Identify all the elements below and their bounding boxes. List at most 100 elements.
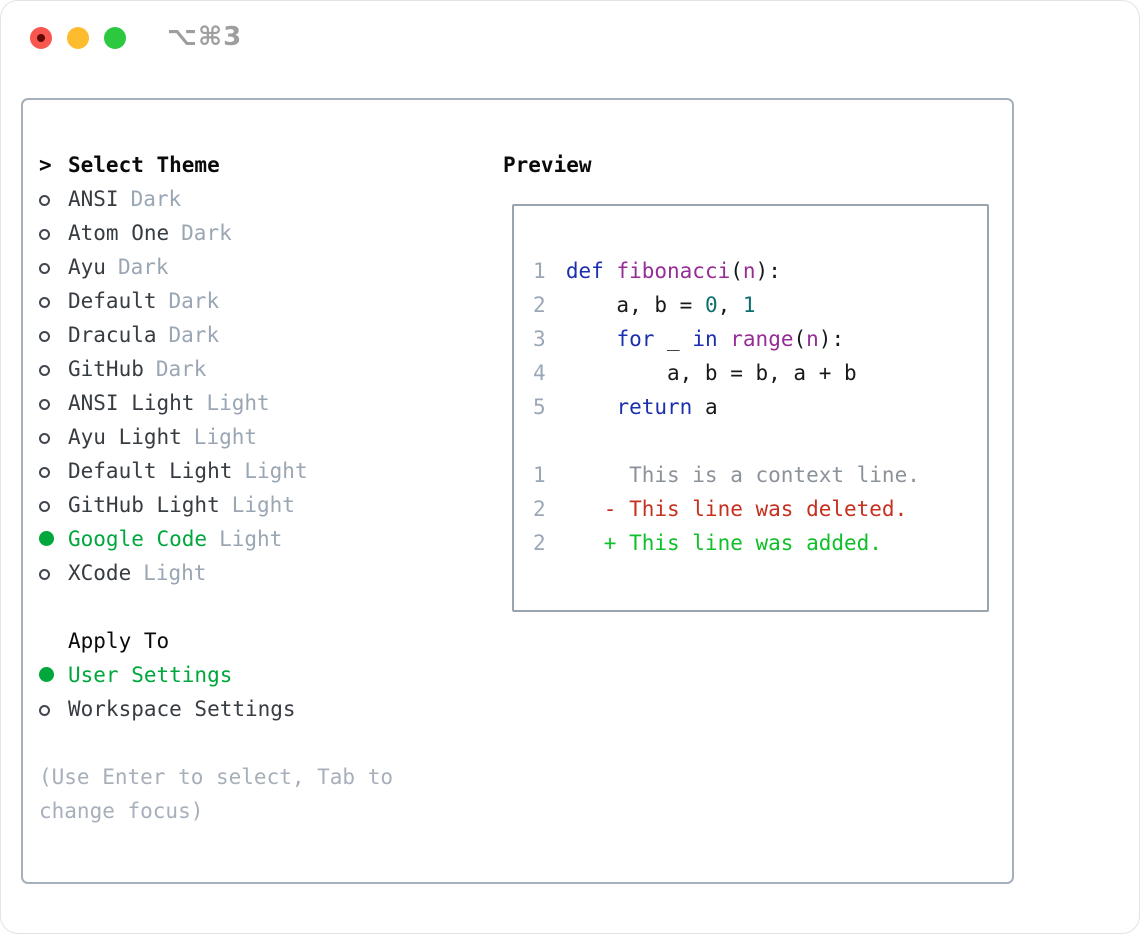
theme-option[interactable]: ANSI Light Light <box>39 386 393 420</box>
apply-to-option[interactable]: Workspace Settings <box>39 692 393 726</box>
code-token: ( <box>730 259 743 283</box>
theme-list-header: >Select Theme <box>39 148 393 182</box>
radio-marker <box>39 561 68 585</box>
radio-selected-icon <box>39 531 54 546</box>
theme-option-label: Google Code <box>68 527 208 551</box>
code-token: a <box>692 395 718 419</box>
radio-unselected-icon <box>39 331 50 342</box>
radio-unselected-icon <box>39 569 50 580</box>
theme-option[interactable]: Ayu Dark <box>39 250 393 284</box>
code-token: in <box>692 327 718 351</box>
line-number: 1 <box>533 463 546 487</box>
radio-unselected-icon <box>39 229 50 240</box>
radio-marker <box>39 187 68 211</box>
code-token <box>566 395 617 419</box>
theme-option-tag: Light <box>193 425 258 449</box>
code-token: n <box>806 327 819 351</box>
theme-option-label: XCode <box>68 561 132 585</box>
theme-option-label: Ayu <box>68 255 106 279</box>
code-token: - This line was deleted. <box>565 497 908 521</box>
theme-option[interactable]: Ayu Light Light <box>39 420 393 454</box>
code-token: ( <box>793 327 807 351</box>
line-number: 3 <box>533 327 546 351</box>
code-line-text: def fibonacci(n): <box>566 259 781 283</box>
radio-marker <box>39 527 68 551</box>
code-line-text: a, b = b, a + b <box>566 361 857 385</box>
code-token: 1 <box>742 293 756 317</box>
line-number: 2 <box>533 293 546 317</box>
code-token: , <box>717 293 743 317</box>
radio-unselected-icon <box>39 263 50 274</box>
apply-to-option[interactable]: User Settings <box>39 658 393 692</box>
theme-option-tag: Dark <box>130 187 182 211</box>
spacer <box>39 726 393 760</box>
theme-option-label: Ayu Light <box>68 425 182 449</box>
maximize-button[interactable] <box>104 27 126 49</box>
theme-option-label: Dracula <box>68 323 157 347</box>
help-text-line: (Use Enter to select, Tab to <box>39 765 394 789</box>
code-line: 2 + This line was added. <box>533 526 987 560</box>
radio-unselected-icon <box>39 705 50 716</box>
theme-option[interactable]: Dracula Dark <box>39 318 393 352</box>
code-token: range <box>730 327 794 351</box>
theme-option-tag: Dark <box>117 255 169 279</box>
preview-title: Preview <box>503 153 592 177</box>
window-title: ⌥⌘3 <box>167 22 243 52</box>
line-number: 4 <box>533 361 546 385</box>
radio-selected-icon <box>39 667 54 682</box>
theme-list-header-label: Select Theme <box>68 153 220 177</box>
code-line: 2 - This line was deleted. <box>533 492 987 526</box>
code-token: 0 <box>704 293 718 317</box>
radio-marker <box>39 425 68 449</box>
code-token <box>718 327 731 351</box>
theme-option[interactable]: GitHub Light Light <box>39 488 393 522</box>
theme-option-tag: Light <box>206 391 270 415</box>
line-number: 5 <box>533 395 546 419</box>
code-token: + This line was added. <box>565 531 882 555</box>
minimize-button[interactable] <box>67 27 89 49</box>
code-token: ): <box>818 327 845 351</box>
theme-option-tag: Light <box>231 493 295 517</box>
radio-unselected-icon <box>39 195 50 206</box>
code-line: 5 return a <box>533 390 987 424</box>
radio-unselected-icon <box>39 365 50 376</box>
theme-option-tag: Light <box>244 459 308 483</box>
theme-option-label: ANSI Light <box>68 391 195 415</box>
radio-marker <box>39 697 68 721</box>
radio-unselected-icon <box>39 501 50 512</box>
code-token: for <box>616 327 655 351</box>
apply-to-option-label: User Settings <box>68 663 233 687</box>
line-number: 2 <box>533 497 546 521</box>
code-token: n <box>742 259 756 283</box>
close-button[interactable] <box>30 27 52 49</box>
code-token: return <box>616 395 693 419</box>
radio-unselected-icon <box>39 297 50 308</box>
titlebar: ⌥⌘3 <box>1 1 1139 75</box>
code-line: 3 for _ in range(n): <box>533 322 987 356</box>
apply-to-header-label: Apply To <box>68 629 170 653</box>
code-line-text: for _ in range(n): <box>566 327 844 351</box>
theme-option-tag: Dark <box>168 289 220 313</box>
code-line-text: + This line was added. <box>566 531 882 555</box>
radio-marker <box>39 289 68 313</box>
theme-option-label: GitHub Light <box>68 493 220 517</box>
preview-box: 1 def fibonacci(n): 2 a, b = 0, 1 3 for _ i… <box>512 204 989 612</box>
theme-option-tag: Dark <box>168 323 220 347</box>
record-dot-icon <box>37 34 45 42</box>
code-line-text: - This line was deleted. <box>566 497 907 521</box>
radio-marker <box>39 663 68 687</box>
radio-unselected-icon <box>39 433 50 444</box>
code-token: fibonacci <box>616 259 731 283</box>
code-line-text: a, b = 0, 1 <box>566 293 756 317</box>
code-line: 4 a, b = b, a + b <box>533 356 987 390</box>
